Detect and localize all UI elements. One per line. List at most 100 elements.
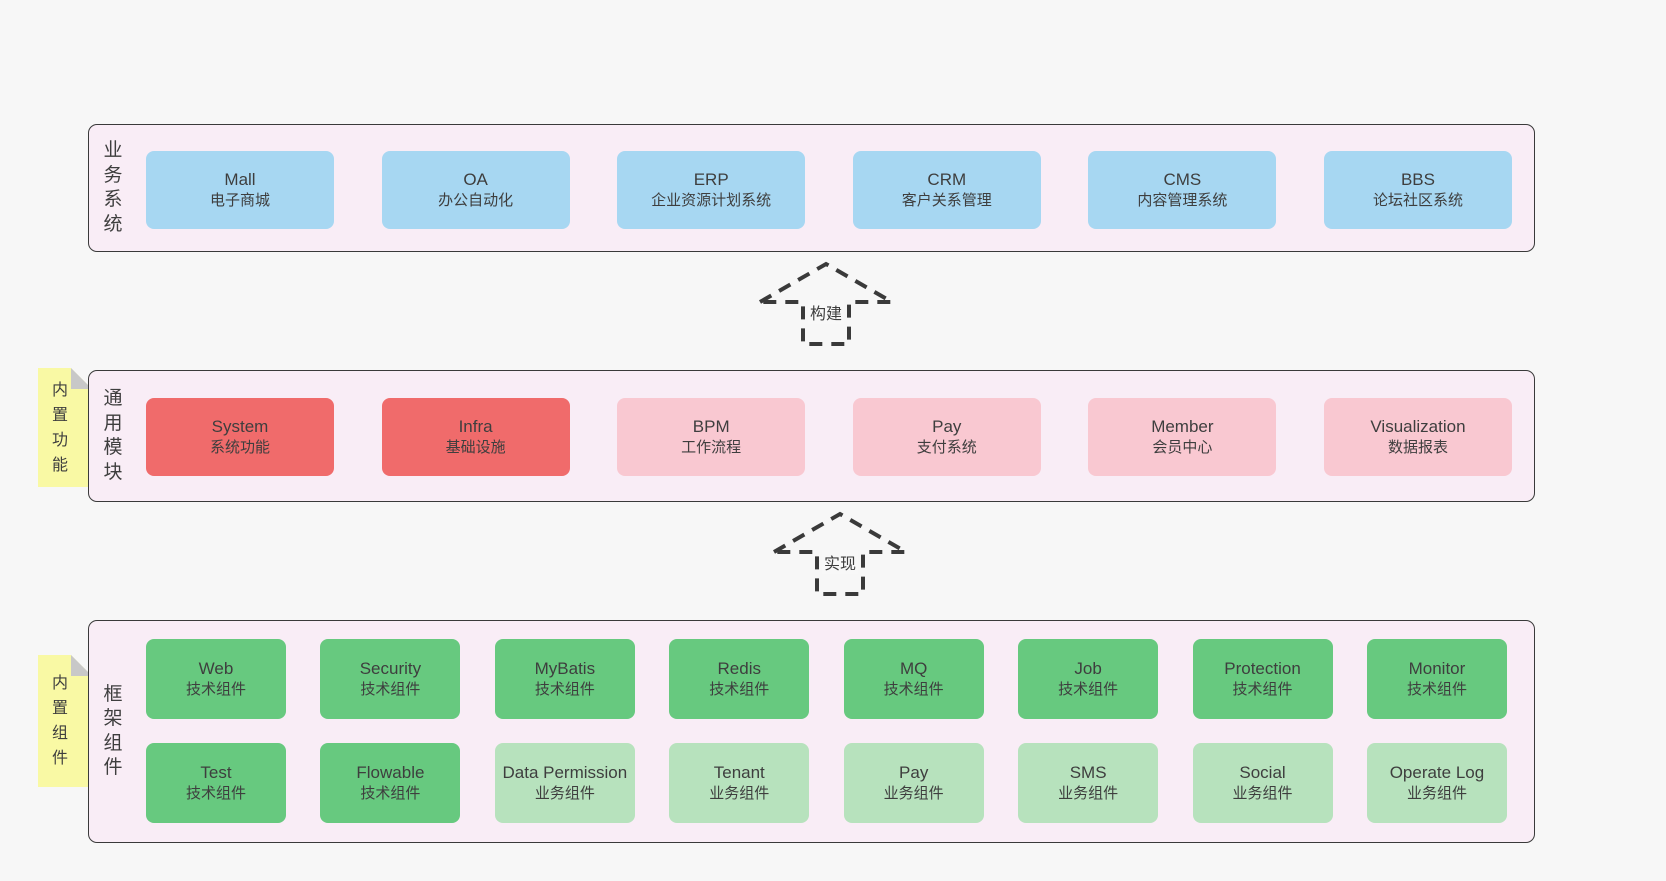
card-erp: ERP 企业资源计划系统 <box>617 151 806 229</box>
card-name: Social <box>1239 762 1286 782</box>
card-test: Test 技术组件 <box>146 743 286 823</box>
card-operate-log: Operate Log 业务组件 <box>1366 743 1507 823</box>
card-sub: 电子商城 <box>209 192 270 210</box>
card-system: System 系统功能 <box>146 398 334 476</box>
arrow-label: 构建 <box>807 300 845 324</box>
card-name: Mall <box>224 169 256 189</box>
card-oa: OA 办公自动化 <box>381 151 570 229</box>
note-label: 内置功能 <box>51 381 68 474</box>
card-name: Job <box>1074 658 1102 678</box>
card-sub: 业务组件 <box>883 785 944 803</box>
card-name: Monitor <box>1408 658 1466 678</box>
card-name: MQ <box>899 658 928 678</box>
card-sms: SMS 业务组件 <box>1018 743 1159 823</box>
card-name: ERP <box>693 169 729 189</box>
card-pay-component: Pay 业务组件 <box>843 743 984 823</box>
card-flowable: Flowable 技术组件 <box>320 743 461 823</box>
card-sub: 办公自动化 <box>438 192 514 210</box>
card-name: Visualization <box>1370 416 1466 436</box>
card-sub: 业务组件 <box>1232 785 1293 803</box>
arrow-label: 实现 <box>821 550 859 574</box>
card-mall: Mall 电子商城 <box>146 151 334 229</box>
card-monitor: Monitor 技术组件 <box>1366 639 1507 719</box>
card-bpm: BPM 工作流程 <box>617 398 806 476</box>
card-name: SMS <box>1069 762 1107 782</box>
card-name: Member <box>1151 416 1214 436</box>
panel-label-business: 业务系统 <box>103 140 123 235</box>
card-sub: 系统功能 <box>209 439 270 457</box>
card-member: Member 会员中心 <box>1088 398 1277 476</box>
card-name: Protection <box>1224 658 1301 678</box>
framework-components-panel: 框架组件 Web 技术组件 Security 技术组件 MyBatis 技术组件… <box>88 620 1535 843</box>
card-cms: CMS 内容管理系统 <box>1088 151 1277 229</box>
card-sub: 技术组件 <box>883 681 944 699</box>
card-sub: 工作流程 <box>681 439 742 457</box>
card-sub: 技术组件 <box>360 681 421 699</box>
card-sub: 支付系统 <box>916 439 977 457</box>
card-sub: 技术组件 <box>185 681 246 699</box>
business-card-row: Mall 电子商城 OA 办公自动化 ERP 企业资源计划系统 CRM 客户关系… <box>146 151 1512 229</box>
modules-card-row: System 系统功能 Infra 基础设施 BPM 工作流程 Pay 支付系统… <box>146 398 1512 476</box>
card-security: Security 技术组件 <box>320 639 461 719</box>
card-job: Job 技术组件 <box>1018 639 1159 719</box>
card-infra: Infra 基础设施 <box>381 398 570 476</box>
card-mybatis: MyBatis 技术组件 <box>494 639 635 719</box>
card-visualization: Visualization 数据报表 <box>1323 398 1512 476</box>
card-sub: 技术组件 <box>709 681 770 699</box>
card-name: Tenant <box>713 762 765 782</box>
card-sub: 技术组件 <box>1232 681 1293 699</box>
card-sub: 会员中心 <box>1152 439 1213 457</box>
card-name: Redis <box>717 658 761 678</box>
card-sub: 业务组件 <box>534 785 595 803</box>
note-label: 内置组件 <box>51 675 68 767</box>
card-name: BBS <box>1400 169 1435 189</box>
card-crm: CRM 客户关系管理 <box>852 151 1041 229</box>
note-builtin-components: 内置组件 <box>38 655 92 787</box>
card-name: System <box>211 416 269 436</box>
card-name: Data Permission <box>502 762 628 782</box>
card-name: OA <box>463 169 488 189</box>
up-arrow-icon <box>770 511 910 596</box>
card-sub: 内容管理系统 <box>1137 192 1228 210</box>
card-tenant: Tenant 业务组件 <box>669 743 810 823</box>
common-modules-panel: 通用模块 System 系统功能 Infra 基础设施 BPM 工作流程 Pay… <box>88 370 1535 502</box>
card-sub: 论坛社区系统 <box>1372 192 1463 210</box>
card-web: Web 技术组件 <box>146 639 286 719</box>
card-sub: 企业资源计划系统 <box>651 192 772 210</box>
card-name: Security <box>359 658 422 678</box>
panel-label-framework: 框架组件 <box>103 683 123 779</box>
card-name: Pay <box>932 416 962 436</box>
card-sub: 基础设施 <box>445 439 506 457</box>
card-name: Web <box>198 658 234 678</box>
card-sub: 业务组件 <box>709 785 770 803</box>
framework-card-row-1: Web 技术组件 Security 技术组件 MyBatis 技术组件 Redi… <box>146 639 1507 719</box>
card-sub: 业务组件 <box>1406 785 1467 803</box>
card-name: MyBatis <box>534 658 596 678</box>
card-name: Pay <box>899 762 929 782</box>
card-sub: 客户关系管理 <box>901 192 992 210</box>
card-protection: Protection 技术组件 <box>1192 639 1333 719</box>
note-builtin-features: 内置功能 <box>38 368 92 487</box>
build-arrow: 构建 <box>756 260 896 348</box>
card-sub: 数据报表 <box>1387 439 1448 457</box>
business-systems-panel: 业务系统 Mall 电子商城 OA 办公自动化 ERP 企业资源计划系统 CRM… <box>88 124 1535 252</box>
card-mq: MQ 技术组件 <box>843 639 984 719</box>
card-name: Test <box>200 762 232 782</box>
card-name: CMS <box>1163 169 1202 189</box>
card-name: CRM <box>927 169 967 189</box>
card-social: Social 业务组件 <box>1192 743 1333 823</box>
card-name: BPM <box>692 416 730 436</box>
card-redis: Redis 技术组件 <box>669 639 810 719</box>
card-name: Operate Log <box>1389 762 1485 782</box>
framework-card-row-2: Test 技术组件 Flowable 技术组件 Data Permission … <box>146 743 1507 823</box>
card-sub: 技术组件 <box>360 785 421 803</box>
card-sub: 技术组件 <box>1406 681 1467 699</box>
card-bbs: BBS 论坛社区系统 <box>1323 151 1512 229</box>
up-arrow-icon <box>756 261 896 346</box>
card-data-permission: Data Permission 业务组件 <box>494 743 635 823</box>
card-sub: 业务组件 <box>1058 785 1119 803</box>
card-sub: 技术组件 <box>534 681 595 699</box>
card-name: Flowable <box>356 762 425 782</box>
card-pay-module: Pay 支付系统 <box>852 398 1041 476</box>
